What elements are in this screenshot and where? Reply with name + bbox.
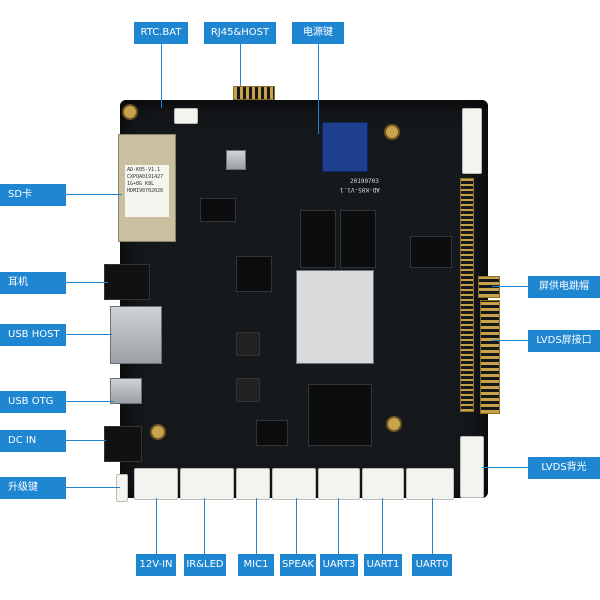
inductor-1 [236, 378, 260, 402]
ethernet-chip [200, 198, 236, 222]
label-lvds-screen-port: LVDS屏接口 [528, 330, 600, 352]
label-sd-card: SD卡 [0, 184, 66, 206]
uart3-connector [318, 468, 360, 500]
screen-power-jumper-leader [492, 286, 528, 287]
mount-hole-bl [150, 424, 166, 440]
sd-label-line4: HDMI90702026 [127, 188, 164, 194]
sd-label-line2: CXPQA0191427 [127, 174, 164, 180]
headphone-leader [66, 282, 108, 283]
uart0-leader [432, 498, 433, 554]
ir-led-leader [204, 498, 205, 554]
upgrade-key [116, 474, 128, 502]
label-upgrade-key: 升级键 [0, 477, 66, 499]
sd-card-leader [66, 194, 122, 195]
power-key-switch [226, 150, 246, 170]
screen-power-jumper-header [478, 276, 500, 298]
label-screen-power-jumper: 屏供电跳帽 [528, 276, 600, 298]
uart1-connector [362, 468, 404, 500]
wireless-module [322, 122, 368, 172]
lvds-screen-leader [492, 340, 528, 341]
board-model-silkscreen: AD-K05-V1.1 [340, 186, 380, 193]
audio-chip [256, 420, 288, 446]
sd-card-label: AD-K05-V1.1 CXPQA0191427 1G+8G K8L HDMI9… [125, 165, 169, 217]
rtc-bat-connector [174, 108, 198, 124]
label-uart0: UART0 [412, 554, 452, 576]
12v-in-connector [134, 468, 178, 500]
speak-connector [272, 468, 316, 500]
label-usb-otg: USB OTG [0, 391, 66, 413]
sd-label-line3: 1G+8G K8L [127, 181, 155, 187]
upgrade-key-leader [66, 487, 120, 488]
power-key-leader [318, 44, 319, 134]
label-power-key: 电源键 [292, 22, 344, 44]
label-12v-in: 12V-IN [136, 554, 176, 576]
usb-otg-port [110, 378, 142, 404]
sd-card: AD-K05-V1.1 CXPQA0191427 1G+8G K8L HDMI9… [118, 134, 176, 242]
mic1-connector [236, 468, 270, 500]
lvds-chip [410, 236, 452, 268]
inductor-2 [236, 332, 260, 356]
lvds-screen-header [480, 300, 500, 414]
rtc-bat-leader [161, 44, 162, 108]
speak-leader [296, 498, 297, 554]
usb-otg-leader [66, 401, 114, 402]
12v-in-leader [156, 498, 157, 554]
label-usb-host: USB HOST [0, 324, 66, 346]
label-dc-in: DC IN [0, 430, 66, 452]
label-lvds-backlight: LVDS背光 [528, 457, 600, 479]
uart1-leader [382, 498, 383, 554]
label-rtc-bat: RTC.BAT [134, 22, 188, 44]
rj45-host-pin-header [233, 86, 275, 100]
dc-in-jack [104, 426, 142, 462]
label-uart1: UART1 [364, 554, 402, 576]
sd-label-line1: AD-K05-V1.1 [127, 167, 161, 173]
lvds-side-pads [460, 178, 474, 412]
label-headphone: 耳机 [0, 272, 66, 294]
board-date-silkscreen: 20190703 [350, 178, 379, 185]
mount-hole-tr [384, 124, 400, 140]
rj45-host-leader [240, 44, 241, 86]
pmic-chip [236, 256, 272, 292]
usb-host-port [110, 306, 162, 364]
dc-in-leader [66, 440, 106, 441]
headphone-jack [104, 264, 150, 300]
label-ir-led: IR&LED [184, 554, 226, 576]
mic1-leader [256, 498, 257, 554]
top-right-connector [462, 108, 482, 174]
label-uart3: UART3 [320, 554, 358, 576]
ram-chip-1 [300, 210, 336, 268]
label-speak: SPEAK [280, 554, 316, 576]
emmc-chip [308, 384, 372, 446]
lvds-backlight-connector [460, 436, 484, 498]
soc-shield [296, 270, 374, 364]
uart0-connector [406, 468, 454, 500]
uart3-leader [338, 498, 339, 554]
label-mic1: MIC1 [238, 554, 274, 576]
label-rj45-host: RJ45&HOST [204, 22, 276, 44]
mount-hole-br [386, 416, 402, 432]
ram-chip-2 [340, 210, 376, 268]
usb-host-leader [66, 334, 112, 335]
mount-hole-tl [122, 104, 138, 120]
ir-led-connector [180, 468, 234, 500]
lvds-backlight-leader [482, 467, 528, 468]
